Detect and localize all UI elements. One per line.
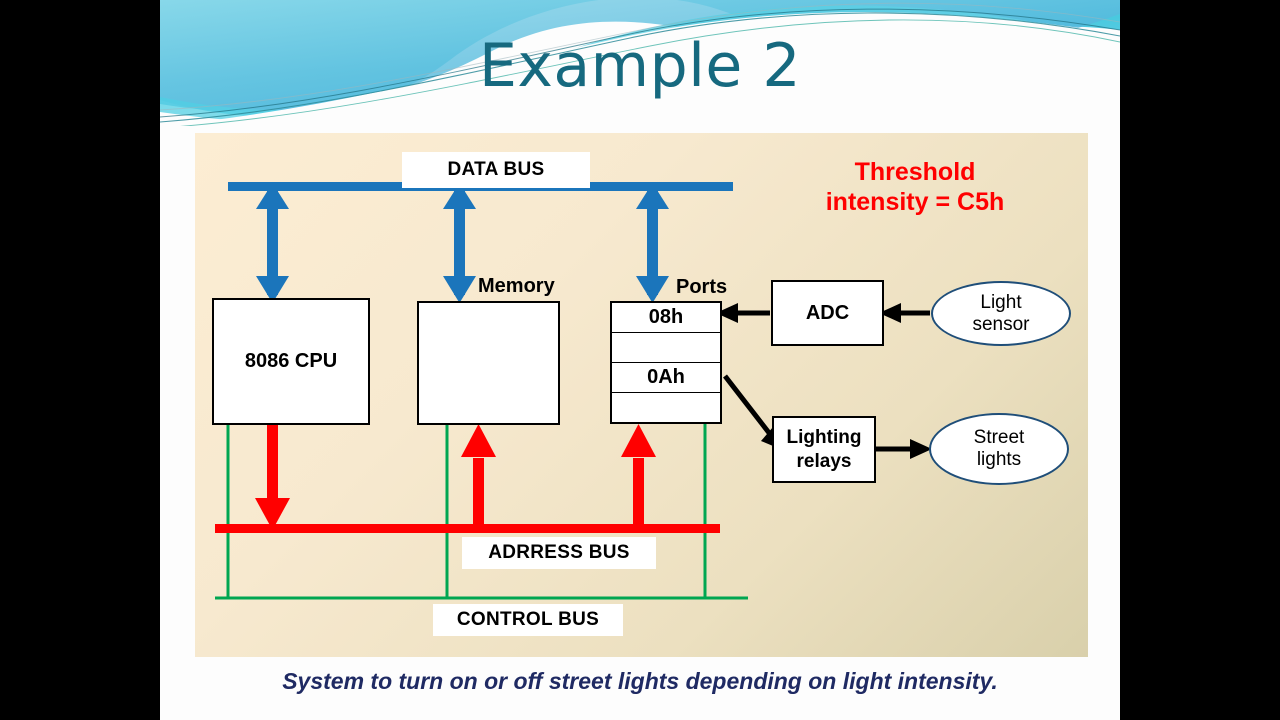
memory-block[interactable] <box>417 301 560 425</box>
adc-to-ports-arrow <box>716 303 770 323</box>
data-bus-label: DATA BUS <box>402 152 590 188</box>
memory-label: Memory <box>478 275 555 297</box>
address-bus-label: ADRRESS BUS <box>462 537 656 569</box>
ports-label: Ports <box>676 276 728 298</box>
lighting-relays-line1: Lighting <box>786 426 862 448</box>
cpu-label: 8086 CPU <box>244 350 338 372</box>
ports-row-2[interactable]: 0Ah <box>612 363 720 393</box>
street-lights-ellipse[interactable]: Street lights <box>929 413 1069 485</box>
lighting-relays-block[interactable]: Lighting relays <box>772 416 876 483</box>
relays-to-street-lights-arrow <box>875 439 932 459</box>
address-bus-arrows <box>255 424 656 530</box>
light-sensor-to-adc-arrow <box>879 303 930 323</box>
letterbox-bar-left <box>0 0 160 720</box>
banner-decoration <box>160 0 1120 126</box>
ports-row-0[interactable]: 08h <box>612 303 720 333</box>
address-bus-bar <box>215 524 720 533</box>
cpu-block[interactable]: 8086 CPU <box>212 298 370 425</box>
ports-block[interactable]: 08h 0Ah <box>610 301 722 424</box>
ports-row-0-value: 08h <box>648 306 684 328</box>
light-sensor-line2: sensor <box>972 313 1030 335</box>
threshold-note-line1: Threshold <box>854 158 976 186</box>
diagram-panel: DATA BUS 8086 CPU Memory 08h 0Ah <box>195 133 1088 657</box>
data-bus-arrows <box>256 183 669 303</box>
slide-title: Example 2 <box>478 31 802 101</box>
threshold-note: Threshold intensity = C5h <box>760 158 1070 217</box>
light-sensor-ellipse[interactable]: Light sensor <box>931 281 1071 346</box>
street-lights-line1: Street <box>973 427 1025 449</box>
threshold-note-line2: intensity = C5h <box>825 187 1005 216</box>
lighting-relays-line2: relays <box>796 450 852 472</box>
banner-swoosh-graphic <box>160 0 1120 126</box>
presentation-slide: Example 2 <box>160 0 1120 720</box>
adc-block[interactable]: ADC <box>771 280 884 346</box>
ports-row-2-value: 0Ah <box>647 366 685 388</box>
ports-row-1[interactable] <box>612 333 720 363</box>
control-bus-label: CONTROL BUS <box>433 604 623 636</box>
street-lights-line2: lights <box>976 449 1022 470</box>
adc-label: ADC <box>805 301 850 324</box>
letterbox-bar-right <box>1120 0 1280 720</box>
ports-row-3[interactable] <box>612 393 720 422</box>
slide-caption: System to turn on or off street lights d… <box>282 668 998 694</box>
light-sensor-line1: Light <box>980 291 1022 313</box>
